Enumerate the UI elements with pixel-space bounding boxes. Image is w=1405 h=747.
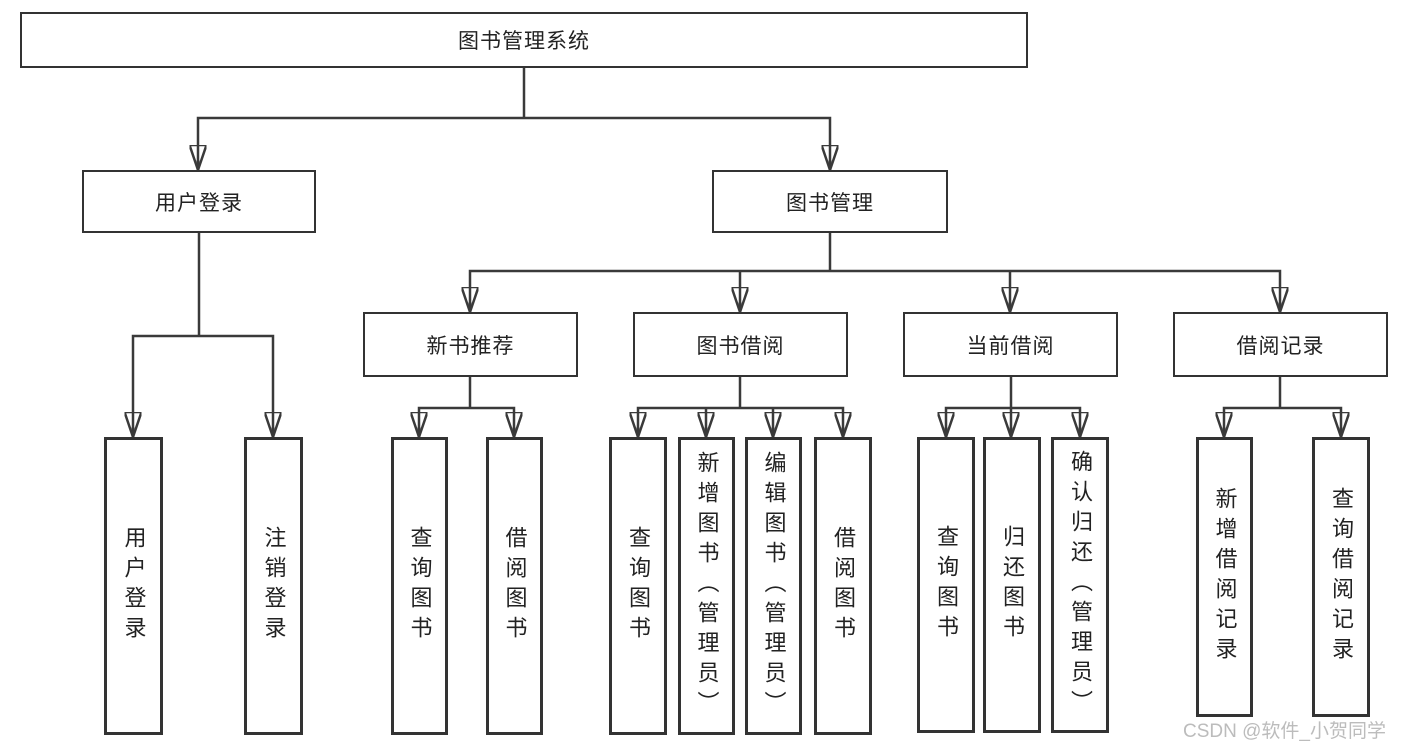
leaf-logout-label: 注销登录: [261, 526, 287, 646]
leaf-user-login-label: 用户登录: [121, 526, 147, 646]
leaf-query-books-current-label: 查询图书: [934, 525, 959, 645]
connector-root-to-level2: [198, 68, 830, 170]
node-current-borrowing-label: 当前借阅: [966, 334, 1055, 358]
leaf-query-books-recommend-label: 查询图书: [407, 526, 433, 646]
leaf-edit-books-admin-label: 编辑图书（管理员）: [761, 451, 787, 721]
leaf-query-borrow-record-label: 查询借阅记录: [1329, 487, 1354, 667]
leaf-confirm-return-admin: 确认归还（管理员）: [1051, 437, 1109, 733]
leaf-borrow-books-recommend: 借阅图书: [486, 437, 543, 735]
node-borrowing-records-label: 借阅记录: [1236, 334, 1325, 358]
node-root-label: 图书管理系统: [458, 30, 590, 53]
leaf-return-books-label: 归还图书: [1000, 525, 1025, 645]
leaf-return-books: 归还图书: [983, 437, 1041, 733]
connector-book-borrowing-group: [638, 377, 843, 437]
leaf-borrow-books-borrow: 借阅图书: [814, 437, 872, 735]
leaf-borrow-books-recommend-label: 借阅图书: [502, 526, 528, 646]
node-new-book-recommend-label: 新书推荐: [426, 334, 515, 358]
node-borrowing-records: 借阅记录: [1173, 312, 1388, 377]
connector-book-management-to-level3: [470, 233, 1280, 312]
node-book-borrowing: 图书借阅: [633, 312, 848, 377]
leaf-add-books-admin: 新增图书（管理员）: [678, 437, 735, 735]
leaf-query-books-borrow-label: 查询图书: [626, 526, 651, 646]
leaf-query-books-recommend: 查询图书: [391, 437, 448, 735]
node-book-management-label: 图书管理: [786, 191, 874, 215]
leaf-add-borrow-record: 新增借阅记录: [1196, 437, 1253, 717]
connector-user-login-group: [133, 233, 273, 437]
node-user-login-label: 用户登录: [155, 191, 243, 215]
node-book-management: 图书管理: [712, 170, 948, 233]
leaf-logout: 注销登录: [244, 437, 303, 735]
connector-current-borrowing-group: [946, 377, 1080, 437]
watermark: CSDN @软件_小贺同学: [1183, 721, 1386, 742]
node-root: 图书管理系统: [20, 12, 1028, 68]
leaf-add-books-admin-label: 新增图书（管理员）: [694, 451, 720, 721]
leaf-query-borrow-record: 查询借阅记录: [1312, 437, 1370, 717]
leaf-user-login: 用户登录: [104, 437, 163, 735]
leaf-edit-books-admin: 编辑图书（管理员）: [745, 437, 802, 735]
node-book-borrowing-label: 图书借阅: [696, 334, 785, 358]
leaf-add-borrow-record-label: 新增借阅记录: [1212, 487, 1238, 667]
leaf-borrow-books-borrow-label: 借阅图书: [831, 526, 856, 646]
leaf-query-books-borrow: 查询图书: [609, 437, 667, 735]
leaf-query-books-current: 查询图书: [917, 437, 975, 733]
node-new-book-recommend: 新书推荐: [363, 312, 578, 377]
node-user-login: 用户登录: [82, 170, 316, 233]
connector-new-book-recommend-group: [419, 377, 514, 437]
connector-borrowing-records-group: [1224, 377, 1341, 437]
leaf-confirm-return-admin-label: 确认归还（管理员）: [1068, 450, 1093, 720]
node-current-borrowing: 当前借阅: [903, 312, 1118, 377]
